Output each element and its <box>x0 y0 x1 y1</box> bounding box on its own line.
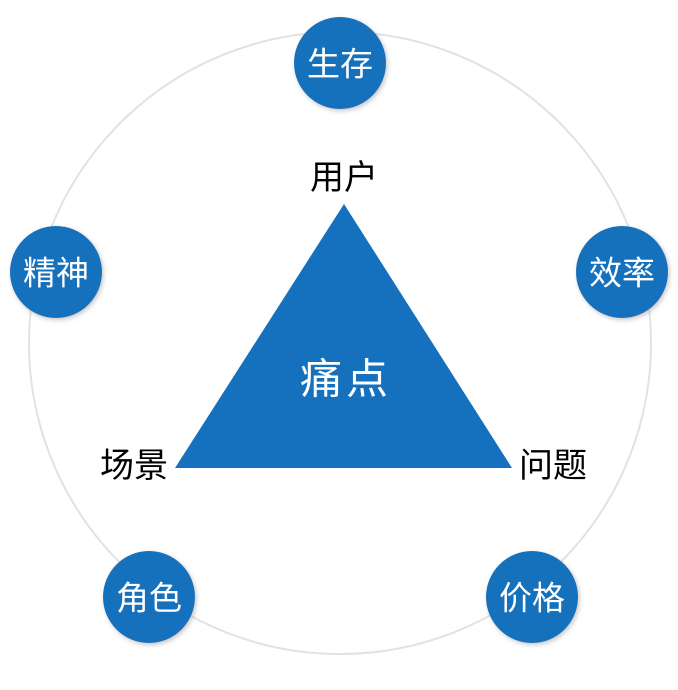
node-shengcun[interactable]: 生存 <box>294 17 386 109</box>
node-circle[interactable] <box>294 17 386 109</box>
node-circle[interactable] <box>10 226 102 318</box>
label-changjing: 场景 <box>100 447 168 485</box>
node-jingshen[interactable]: 精神 <box>10 226 102 318</box>
node-circle[interactable] <box>103 551 195 643</box>
label-wenti: 问题 <box>519 447 587 485</box>
node-jiage[interactable]: 价格 <box>486 551 578 643</box>
node-label: 价格 <box>499 580 565 617</box>
node-circle[interactable] <box>576 226 668 318</box>
node-label: 角色 <box>116 580 182 617</box>
node-juese[interactable]: 角色 <box>103 551 195 643</box>
node-circle[interactable] <box>486 551 578 643</box>
node-label: 生存 <box>307 46 373 83</box>
triangle-center-label: 痛点 <box>300 356 392 403</box>
pain-point-triangle[interactable] <box>175 204 512 468</box>
node-label: 效率 <box>589 255 655 292</box>
node-label: 精神 <box>23 255 89 292</box>
label-yonghu: 用户 <box>310 159 378 197</box>
node-xiaolv[interactable]: 效率 <box>576 226 668 318</box>
